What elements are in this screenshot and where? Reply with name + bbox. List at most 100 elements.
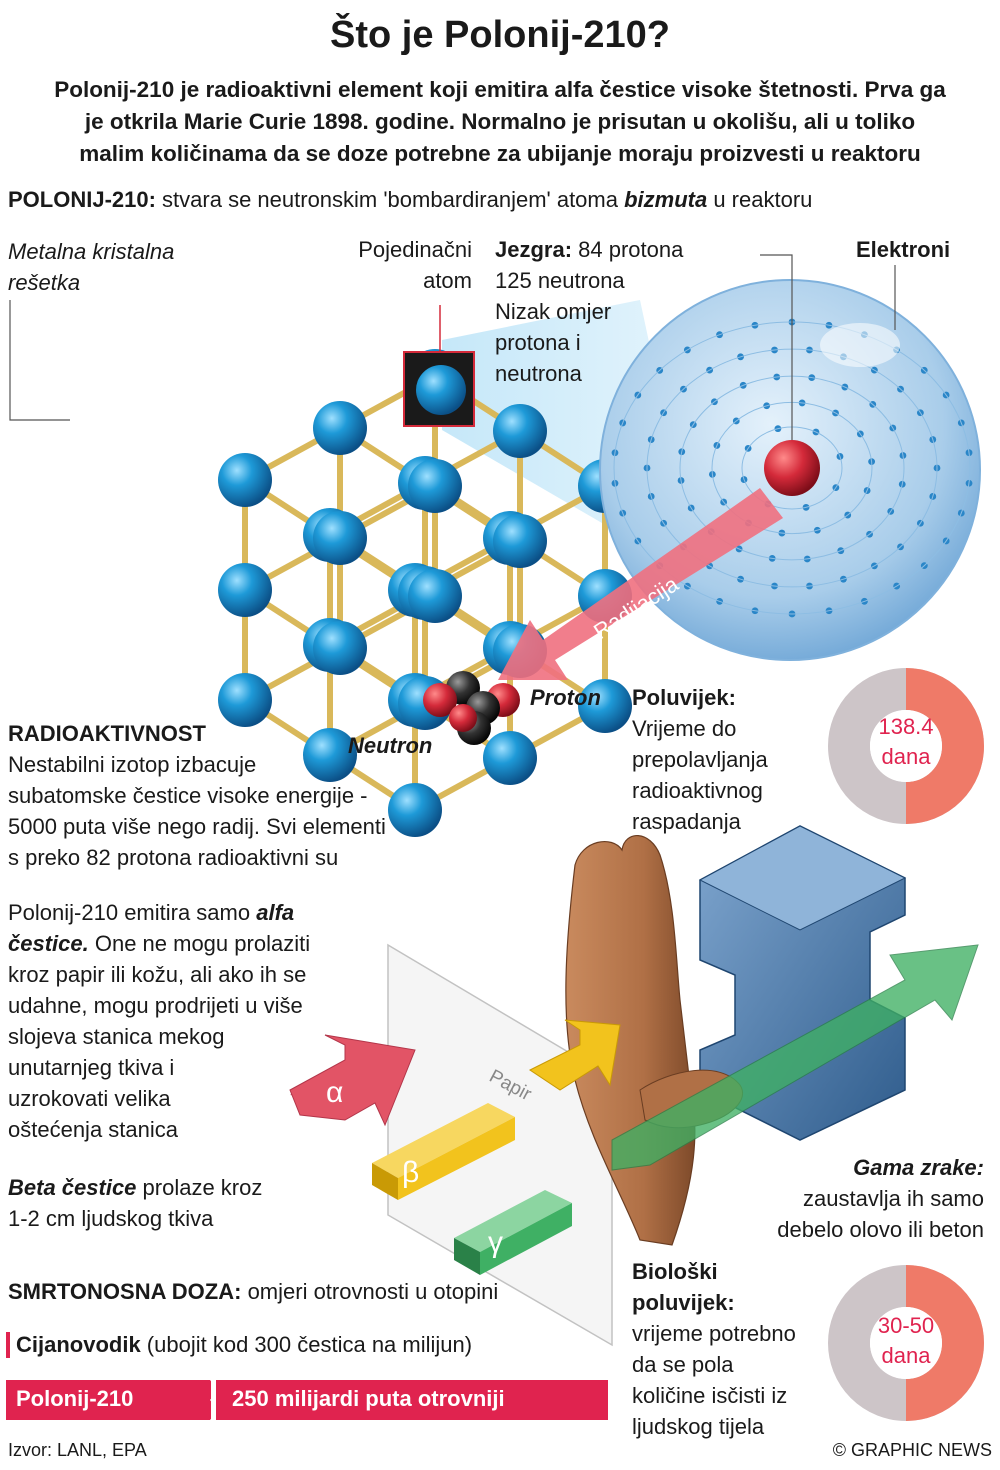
bio-half-life-heading-1: Biološki — [632, 1259, 718, 1284]
intro-line-3: malim količinama da se doze potrebne za … — [79, 141, 921, 166]
bio-half-life-gauge — [828, 1265, 984, 1421]
intro-line-2: je otkrila Marie Curie 1898. godine. Nor… — [84, 109, 916, 134]
electrons-label: Elektroni — [856, 237, 951, 262]
alpha-line-1: Polonij-210 emitira samo — [8, 900, 257, 925]
cyanide-marker — [6, 1332, 10, 1358]
nucleus — [764, 440, 820, 496]
beta-line-2: 1-2 cm ljudskog tkiva — [8, 1206, 214, 1231]
half-life-gauge — [828, 668, 984, 824]
polonium-production-line: POLONIJ-210: stvara se neutronskim 'bomb… — [8, 184, 812, 216]
half-life-heading: Poluvijek: — [632, 685, 736, 710]
lattice-atom — [493, 404, 547, 458]
single-atom-label-line-2: atom — [423, 268, 472, 293]
alpha-line-4: udahne, mogu prodrijeti u više — [8, 993, 303, 1018]
alpha-symbol: α — [326, 1076, 343, 1109]
gamma-heading: Gama zrake: — [853, 1155, 984, 1180]
lattice-atom — [303, 728, 357, 782]
alpha-emphasis: alfa — [256, 900, 295, 925]
cyanide-text: (ubojit kod 300 čestica na milijun) — [140, 1332, 473, 1357]
alpha-emphasis-2: čestice. — [8, 931, 89, 956]
beta-bar: β — [372, 1103, 515, 1200]
lattice-atom — [388, 783, 442, 837]
single-atom-label-line-1: Pojedinačni — [358, 237, 472, 262]
half-life-value-unit: dana — [881, 744, 931, 769]
lattice-pointer — [9, 300, 70, 421]
bismuth-emphasis: bizmuta — [624, 187, 708, 212]
intro-line-1: Polonij-210 je radioaktivni element koji… — [54, 77, 946, 102]
lattice-label: Metalna kristalna rešetka — [8, 236, 174, 298]
nucleus-label-heading: Jezgra: — [495, 237, 573, 262]
gamma-line-1: zaustavlja ih samo — [803, 1186, 984, 1211]
radioactivity-heading: RADIOAKTIVNOST — [8, 721, 206, 746]
gamma-symbol: γ — [488, 1226, 503, 1259]
half-life-line-1: Vrijeme do — [632, 716, 737, 741]
alpha-line-8: oštećenja stanica — [8, 1117, 178, 1142]
lattice-label-line-2: rešetka — [8, 270, 81, 295]
radioactivity-block: RADIOAKTIVNOST Nestabilni izotop izbacuj… — [8, 718, 386, 873]
lattice-atom — [218, 563, 272, 617]
gamma-block: Gama zrake: zaustavlja ih samo debelo ol… — [700, 1152, 984, 1245]
lethal-dose-heading: SMRTONOSNA DOZA: omjeri otrovnosti u oto… — [8, 1276, 498, 1308]
half-life-line-4: raspadanja — [632, 809, 741, 834]
cyanide-label: Cijanovodik — [16, 1332, 141, 1357]
beta-symbol: β — [402, 1156, 419, 1189]
polonium-production-text-end: u reaktoru — [707, 187, 813, 212]
beta-line-1: prolaze kroz — [136, 1175, 263, 1200]
alpha-line-3: kroz papir ili kožu, ali ako ih se — [8, 962, 307, 987]
cyanide-row: Cijanovodik (ubojit kod 300 čestica na m… — [16, 1329, 472, 1361]
lattice-atom — [408, 569, 462, 623]
source-note: Izvor: LANL, EPA — [8, 1440, 147, 1460]
polonium-bar-left — [6, 1380, 211, 1420]
half-life-value-number: 138.4 — [878, 714, 934, 739]
polonium-bar-value: 250 milijardi puta otrovniji — [232, 1386, 505, 1411]
nucleus-ratio-1: Nizak omjer — [495, 299, 612, 324]
credit-note: © GRAPHIC NEWS — [832, 1440, 992, 1460]
polonium-bar-right — [216, 1380, 608, 1420]
bio-half-life-block: Biološki poluvijek: vrijeme potrebno da … — [632, 1256, 796, 1442]
radioactivity-line-2: subatomske čestice visoke energije - — [8, 783, 368, 808]
lattice-atom — [578, 679, 632, 733]
beta-block: Beta čestice prolaze kroz 1-2 cm ljudsko… — [8, 1172, 262, 1234]
alpha-particle-cluster — [423, 671, 520, 745]
bio-half-life-heading-2: poluvijek: — [632, 1290, 735, 1315]
lattice-atom — [313, 511, 367, 565]
lattice-atom — [218, 453, 272, 507]
lattice-atom — [483, 731, 537, 785]
alpha-line-6: unutarnjeg tkiva i — [8, 1055, 175, 1080]
radioactivity-line-3: 5000 puta više nego radij. Svi elementi — [8, 814, 386, 839]
lattice-atom — [218, 673, 272, 727]
half-life-line-2: prepolavljanja — [632, 747, 768, 772]
beta-arrow-head — [529, 1019, 621, 1091]
radioactivity-line-1: Nestabilni izotop izbacuje — [8, 752, 257, 777]
alpha-line-7: uzrokovati velika — [8, 1086, 171, 1111]
nucleus-pointer — [760, 254, 793, 440]
lethal-dose-text: omjeri otrovnosti u otopini — [241, 1279, 499, 1304]
steel-block — [698, 825, 907, 1141]
lattice-atom — [493, 514, 547, 568]
neutron-label: Neutron — [348, 733, 433, 758]
alpha-line-2: One ne mogu prolaziti — [88, 931, 311, 956]
gamma-ray: γ — [454, 944, 979, 1275]
bio-half-life-line-3: količine isčisti iz — [632, 1383, 788, 1408]
polonium-production-label: POLONIJ-210: — [8, 187, 156, 212]
bio-half-life-value: 30-50 dana — [866, 1311, 946, 1371]
nucleus-label: Jezgra: 84 protona 125 neutrona Nizak om… — [495, 234, 683, 389]
intro-paragraph: Polonij-210 je radioaktivni element koji… — [0, 74, 1000, 170]
single-atom — [416, 365, 466, 415]
sphere-highlight — [820, 323, 900, 367]
polonium-bar-label: Polonij-210 — [16, 1386, 134, 1411]
alpha-block: Polonij-210 emitira samo alfa čestice. O… — [8, 897, 310, 1145]
bio-half-life-line-4: ljudskog tijela — [632, 1414, 765, 1439]
page-title: Što je Polonij-210? — [330, 14, 670, 56]
bio-half-life-value-number: 30-50 — [877, 1313, 935, 1338]
polonium-production-text: stvara se neutronskim 'bombardiranjem' a… — [155, 187, 625, 212]
nucleus-ratio-3: neutrona — [495, 361, 582, 386]
lattice-atom — [313, 621, 367, 675]
proton-label: Proton — [530, 685, 601, 710]
radioactivity-line-4: s preko 82 protona radioaktivni su — [8, 845, 339, 870]
lattice-label-line-1: Metalna kristalna — [8, 239, 175, 264]
nucleus-neutrons: 125 neutrona — [495, 268, 625, 293]
half-life-line-3: radioaktivnog — [632, 778, 763, 803]
bio-half-life-value-unit: dana — [881, 1343, 931, 1368]
